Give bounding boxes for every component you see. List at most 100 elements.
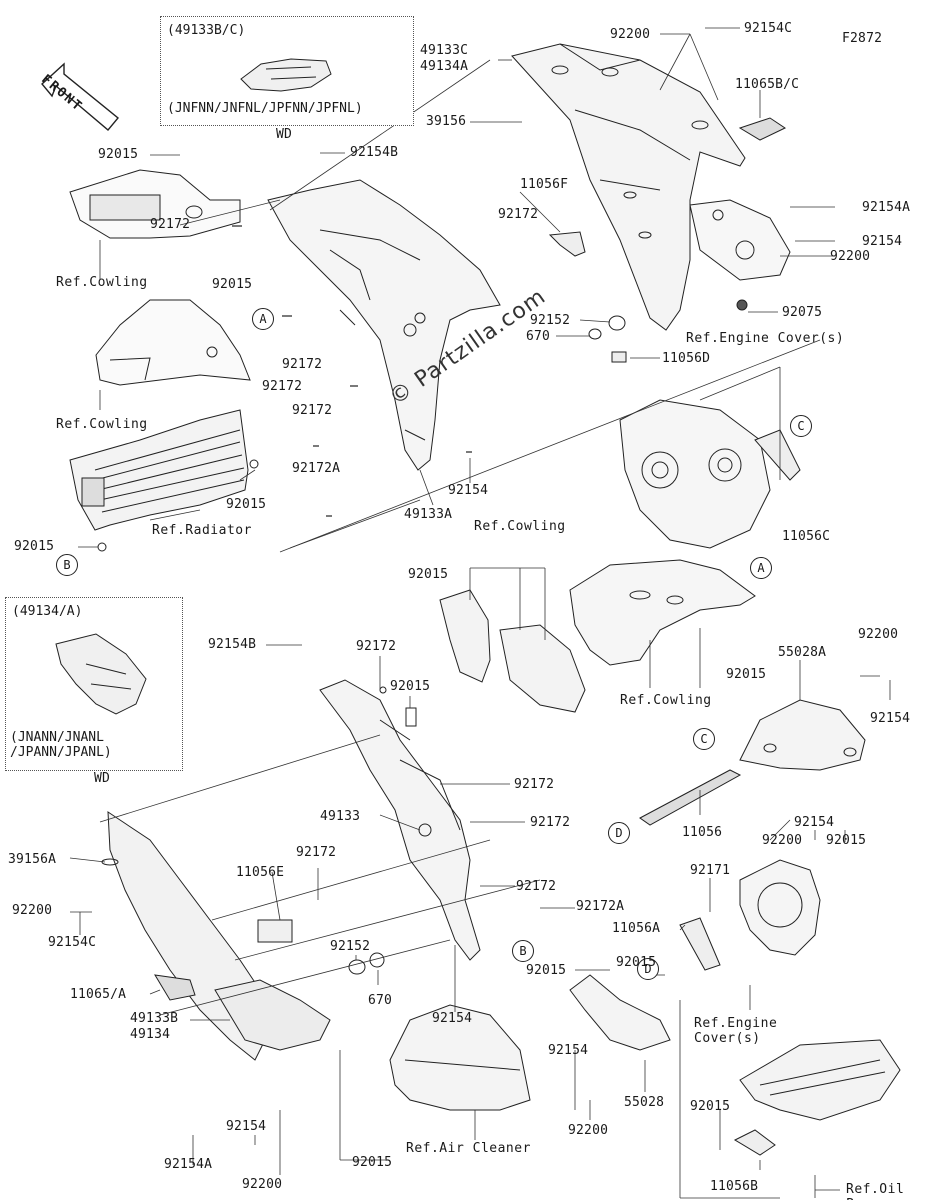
inset-variants: (JNFNN/JNFNL/JPFNN/JPFNL)	[167, 101, 363, 116]
inset-part-sketch	[55, 633, 147, 715]
inset-upper-cowl: (49133B/C) (JNFNN/JNFNL/JPFNN/JPFNL)	[160, 16, 414, 126]
inset-lower-panel: (49134/A) (JNANN/JNANL /JPANN/JPANL)	[5, 597, 183, 771]
ref-label: Ref.Cowling	[56, 417, 148, 432]
part-label: 670	[368, 993, 393, 1008]
part-label: 92154C	[48, 935, 97, 950]
callout-c: C	[790, 415, 812, 437]
callout-b: B	[56, 554, 78, 576]
part-label: 92154	[548, 1043, 589, 1058]
part-label: 11056E	[236, 865, 285, 880]
part-label: 49134A	[420, 59, 469, 74]
part-label: 92200	[12, 903, 53, 918]
inset-title: (49134/A)	[12, 604, 83, 619]
part-label: 92154	[448, 483, 489, 498]
part-label: 55028A	[778, 645, 827, 660]
part-label: 11056D	[662, 351, 711, 366]
part-label: 92015	[408, 567, 449, 582]
callout-a: A	[252, 308, 274, 330]
inner-panel-part	[267, 179, 501, 471]
part-label: 92154C	[744, 21, 793, 36]
inset-part-sketch	[240, 58, 332, 92]
part-label: 92172	[498, 207, 539, 222]
figure-code: F2872	[842, 31, 883, 46]
part-label: 11056C	[782, 529, 831, 544]
part-label: 49133B	[130, 1011, 179, 1026]
part-label: 49133A	[404, 507, 453, 522]
part-label: 92172	[292, 403, 333, 418]
part-label: 92152	[530, 313, 571, 328]
part-label: 11056	[682, 825, 723, 840]
ref-label: Ref.Engine Cover(s)	[694, 1016, 778, 1046]
ref-engine-cover-bottom	[739, 859, 821, 956]
ref-engine-cover-top	[619, 399, 771, 549]
front-arrow-icon	[41, 62, 119, 131]
side-bracket-part	[689, 199, 791, 281]
ref-label: Ref.Cowling	[56, 275, 148, 290]
part-label: 92015	[690, 1099, 731, 1114]
inset-caption: WD	[94, 771, 111, 786]
part-label: 11056F	[520, 177, 569, 192]
part-label: 92200	[762, 833, 803, 848]
part-label: 92015	[352, 1155, 393, 1170]
part-label: 92172	[516, 879, 557, 894]
upper-cowl-part	[511, 43, 746, 331]
part-label: 92171	[690, 863, 731, 878]
part-label: 92200	[568, 1123, 609, 1138]
part-label: 92154B	[350, 145, 399, 160]
callout-a: A	[750, 557, 772, 579]
part-label: 92154	[226, 1119, 267, 1134]
part-label: 92154	[432, 1011, 473, 1026]
part-label: 92015	[14, 539, 55, 554]
part-label: 92200	[830, 249, 871, 264]
part-label: 92172	[514, 777, 555, 792]
part-label: 11056B	[710, 1179, 759, 1194]
part-label: 92172A	[292, 461, 341, 476]
middle-panel-part	[319, 679, 481, 961]
part-label: 92152	[330, 939, 371, 954]
ref-label: Ref.Air Cleaner	[406, 1141, 531, 1156]
part-label: 92015	[98, 147, 139, 162]
ref-label: Ref.Oil Pan	[846, 1182, 905, 1200]
part-label: 49134	[130, 1027, 171, 1042]
part-label: 39156	[426, 114, 467, 129]
part-label: 11065/A	[70, 987, 127, 1002]
part-label: 92172	[262, 379, 303, 394]
ref-label: Ref.Cowling	[620, 693, 712, 708]
part-label: 92172A	[576, 899, 625, 914]
ref-cowling-mid-left	[95, 299, 251, 386]
part-label: 49133	[320, 809, 361, 824]
part-label: 92015	[726, 667, 767, 682]
inset-title: (49133B/C)	[167, 23, 246, 38]
part-label: 92015	[390, 679, 431, 694]
callout-d: D	[637, 958, 659, 980]
part-label: 92154	[794, 815, 835, 830]
part-label: 11065B/C	[735, 77, 800, 92]
part-label: 11056A	[612, 921, 661, 936]
part-label: 55028	[624, 1095, 665, 1110]
part-label: 92172	[282, 357, 323, 372]
ref-label: Ref.Radiator	[152, 523, 252, 538]
part-label: 92075	[782, 305, 823, 320]
callout-b: B	[512, 940, 534, 962]
part-label: 92154A	[164, 1157, 213, 1172]
inset-caption: WD	[276, 127, 293, 142]
part-label: 92172	[530, 815, 571, 830]
part-label: 39156A	[8, 852, 57, 867]
lower-fairing-part	[107, 811, 331, 1061]
part-label: 92172	[296, 845, 337, 860]
part-label: 49133C	[420, 43, 469, 58]
part-label: 92015	[616, 955, 657, 970]
part-label: 92200	[610, 27, 651, 42]
ref-oil-pan	[739, 1039, 901, 1121]
part-label: 92015	[826, 833, 867, 848]
callout-c: C	[693, 728, 715, 750]
part-label: 92015	[226, 497, 267, 512]
part-label: 92154B	[208, 637, 257, 652]
part-label: 92172	[356, 639, 397, 654]
inset-variants: (JNANN/JNANL /JPANN/JPANL)	[10, 730, 112, 760]
callout-d: D	[608, 822, 630, 844]
part-label: 92154	[862, 234, 903, 249]
ref-radiator-part	[69, 409, 249, 531]
